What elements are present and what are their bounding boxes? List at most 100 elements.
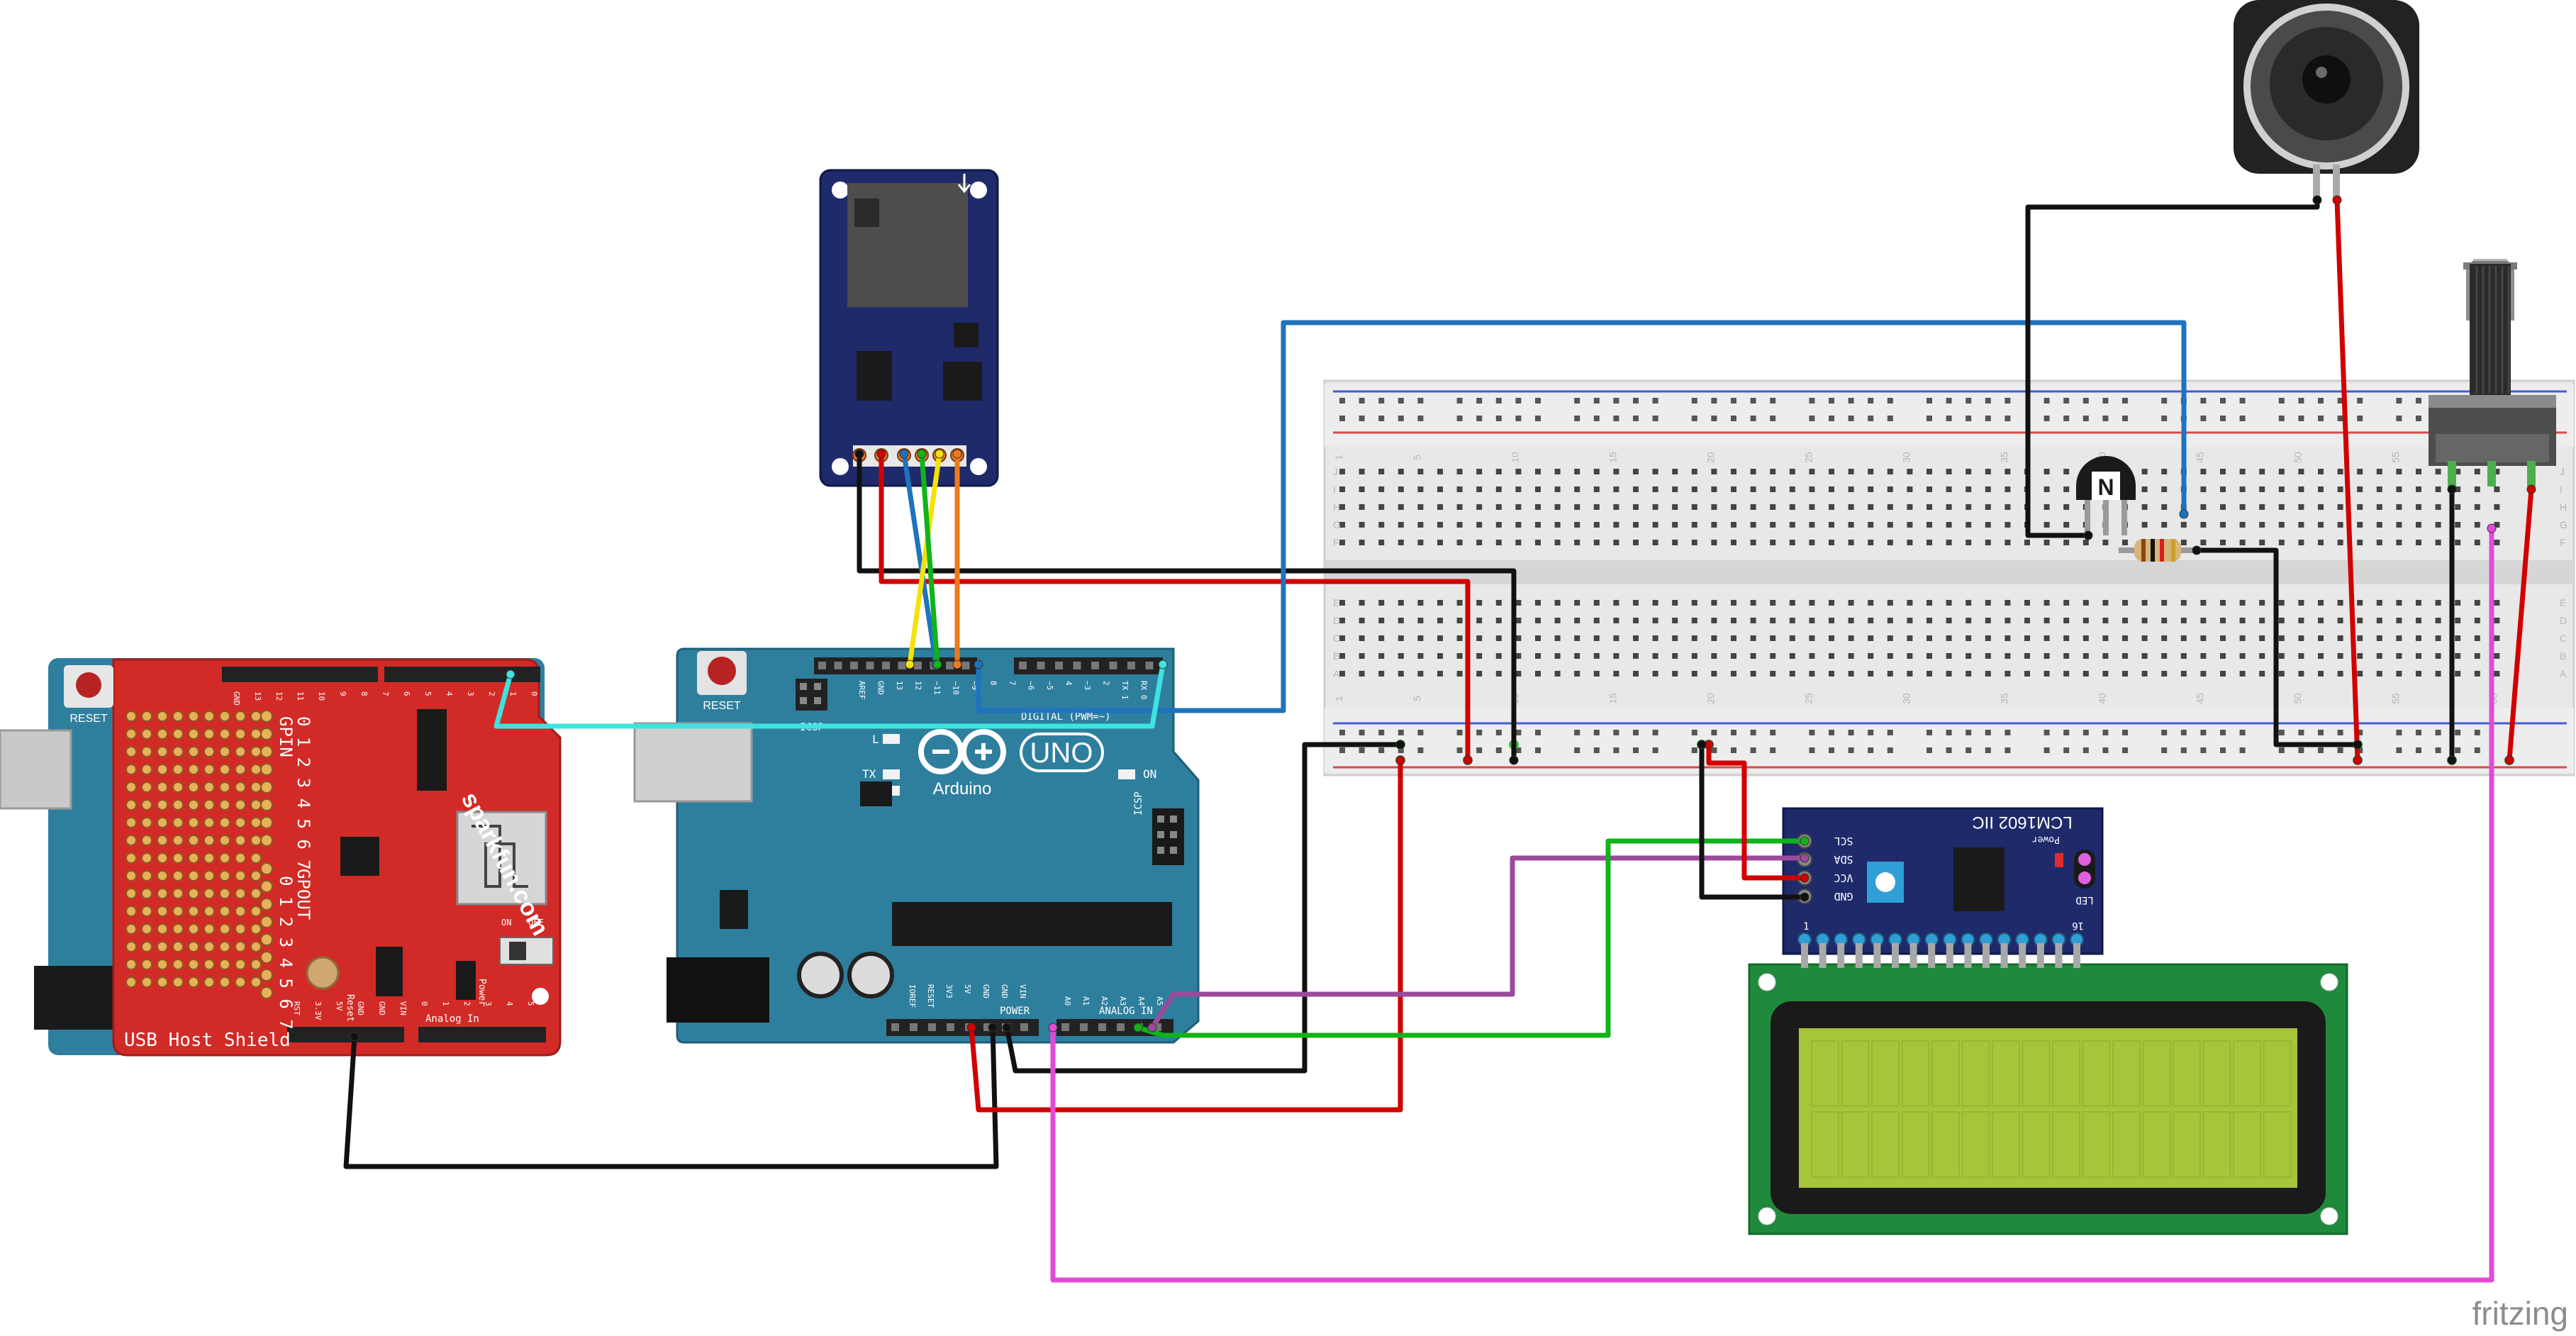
icsp-pin	[800, 697, 807, 704]
wire-shield-gnd[interactable]	[343, 1025, 999, 1169]
proto-pad	[126, 711, 137, 722]
wire-sd-miso-green[interactable]	[919, 451, 940, 667]
bb-hole	[1829, 486, 1834, 492]
shield-reset-tactile[interactable]	[306, 956, 340, 990]
wire-arduino-gnd[interactable]	[1004, 742, 1403, 1074]
arduino-pin-label: 7	[1008, 681, 1017, 686]
bb-row-letter: E	[1333, 597, 1339, 608]
bb-hole	[1398, 653, 1404, 659]
bb-hole	[1907, 671, 1913, 677]
arduino-header-pin	[1154, 1023, 1161, 1031]
sd-component	[954, 323, 978, 347]
gpin-label: GPIN	[276, 716, 296, 757]
proto-pad	[188, 746, 199, 757]
rail-hole	[2239, 398, 2246, 403]
rail-hole	[1809, 747, 1815, 753]
wire-transistor-gnd[interactable]	[2194, 547, 2360, 747]
proto-pad	[157, 746, 168, 757]
arduino-reset-cap[interactable]	[708, 657, 736, 685]
bb-hole	[1652, 522, 1658, 528]
proto-pad	[250, 906, 262, 917]
bb-hole	[1417, 635, 1424, 641]
icsp-pin	[1157, 815, 1164, 823]
bb-hole	[1829, 540, 1834, 545]
rail-hole	[1985, 730, 1991, 735]
wire-speaker-red[interactable]	[2334, 197, 2360, 763]
arduino-brand-label: Arduino	[933, 779, 992, 798]
power-switch-knob[interactable]	[509, 942, 526, 960]
rail-hole	[1711, 730, 1717, 735]
proto-pad	[188, 941, 199, 952]
wire-speaker-black[interactable]	[2025, 197, 2320, 538]
reset-button-cap[interactable]	[76, 672, 101, 698]
proto-pad	[141, 728, 152, 740]
bb-col-number: 45	[2194, 693, 2205, 704]
wire-sd-mosi-blue[interactable]	[901, 451, 939, 667]
resistor-band-4	[2171, 539, 2175, 562]
arduino-header-pin	[891, 1023, 899, 1031]
arduino-header-pin	[1145, 662, 1154, 669]
wire-end-dot	[350, 1032, 359, 1042]
proto-pad	[157, 817, 168, 828]
bb-hole	[2298, 504, 2304, 510]
wire-blue-pin[interactable]	[976, 320, 2187, 713]
rail-hole	[1946, 730, 1952, 735]
proto-pad	[250, 852, 262, 864]
bb-hole	[1868, 600, 1874, 606]
bb-hole	[2102, 618, 2109, 623]
rail-hole	[2239, 730, 2246, 735]
resistor-band-1	[2141, 539, 2146, 562]
rail-hole	[1750, 747, 1756, 753]
power-switch[interactable]	[499, 937, 554, 965]
wire-sda-purple[interactable]	[1149, 855, 1807, 1030]
arduino-header-pin	[1073, 662, 1081, 669]
analog-in-label: Analog In	[425, 1013, 479, 1025]
bb-hole	[1535, 671, 1541, 677]
proto-pad	[172, 746, 184, 757]
rail-hole	[2220, 398, 2226, 403]
bb-hole	[1985, 522, 1991, 528]
rail-hole	[1398, 747, 1404, 753]
bb-hole	[1476, 600, 1483, 606]
wire-lcd-gnd[interactable]	[1699, 742, 1807, 900]
wire-cyan-serial[interactable]	[494, 662, 1166, 729]
proto-pad	[219, 906, 230, 917]
bb-hole	[1437, 600, 1443, 606]
wire-endpoints	[350, 195, 2536, 1042]
bb-col-number: 25	[1802, 693, 1814, 704]
proto-pad	[203, 817, 215, 828]
bb-hole	[2259, 504, 2265, 510]
wire-arduino-5v[interactable]	[969, 757, 1403, 1113]
rail-hole	[2396, 730, 2402, 735]
wire-sd-vcc[interactable]	[879, 451, 1471, 763]
bb-hole	[1554, 522, 1561, 528]
wire-sd-gnd[interactable]	[857, 451, 1517, 763]
bb-hole	[2161, 618, 2168, 623]
bb-hole	[1770, 540, 1776, 545]
proto-pad	[219, 728, 230, 740]
bb-hole	[1535, 635, 1541, 641]
bb-hole	[2455, 600, 2461, 606]
bb-hole	[2278, 504, 2285, 510]
rail-hole	[1829, 416, 1834, 421]
wire-sd-sck-yellow[interactable]	[907, 451, 942, 667]
rail-hole	[1593, 398, 1600, 403]
shield-pcb	[112, 658, 562, 1057]
contrast-pot-knob[interactable]	[1875, 872, 1895, 892]
shield-pin-label: RST	[292, 1001, 301, 1015]
proto-pad	[250, 888, 262, 899]
wire-pot-wiper-magenta[interactable]	[1050, 525, 2494, 1283]
wire-lcd-vcc[interactable]	[1706, 742, 1807, 881]
proto-pad	[235, 799, 246, 811]
pot-pin-1	[2448, 461, 2456, 486]
lcd-char-cell	[2052, 1111, 2080, 1178]
bb-hole	[1495, 469, 1502, 474]
digital-pwm-label: DIGITAL (PWM=~)	[1021, 711, 1110, 723]
proto-pad	[141, 852, 152, 864]
wire-scl-green[interactable]	[1135, 838, 1807, 1038]
arduino-pin-label: A5	[1155, 996, 1164, 1006]
bb-hole	[2416, 635, 2421, 641]
bb-hole	[1750, 540, 1756, 545]
wire-pot-vcc[interactable]	[2507, 486, 2534, 763]
bb-hole	[1829, 671, 1834, 677]
